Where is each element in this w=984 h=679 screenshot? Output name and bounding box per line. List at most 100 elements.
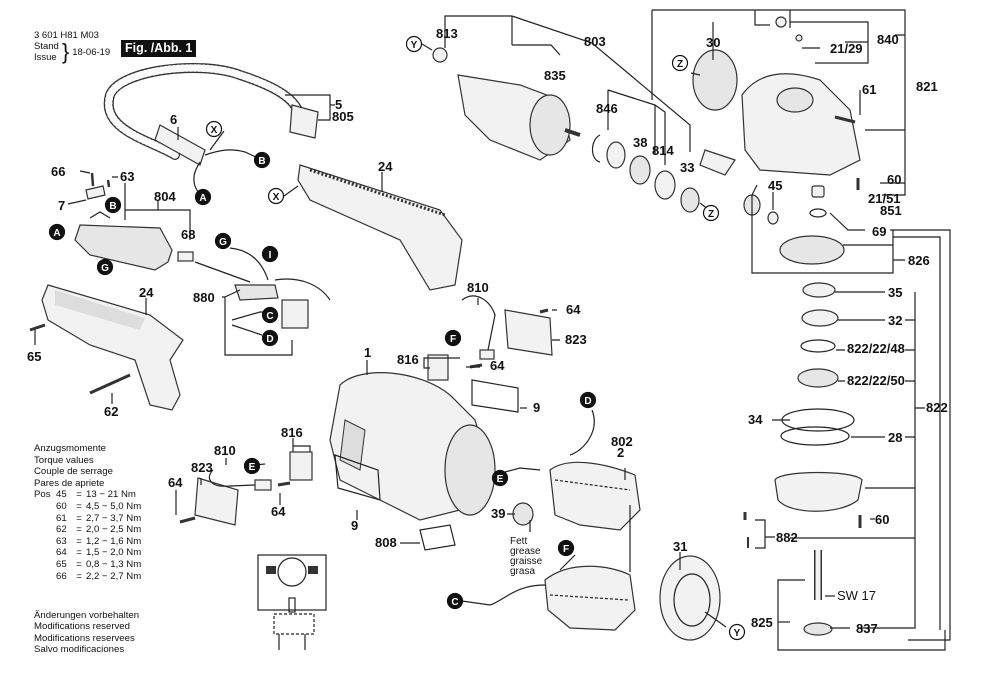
brush-holder	[699, 149, 736, 176]
wiring-schematic	[257, 554, 327, 650]
connector-marker-z: Z	[702, 204, 720, 222]
connector-marker-c: C	[261, 306, 279, 324]
equals-sign: =	[76, 489, 82, 501]
part-label-880: 880	[193, 290, 215, 305]
leader-lines	[34, 9, 951, 651]
torque-part-number: 65	[56, 558, 67, 570]
part-label-69: 69	[872, 224, 886, 239]
torque-part-number: 66	[56, 570, 67, 582]
connector-letter: C	[451, 597, 458, 608]
part-label-45: 45	[768, 178, 782, 193]
connector-letter: B	[109, 201, 116, 212]
foil-808	[419, 524, 456, 551]
brush-holder-816	[427, 354, 449, 381]
connector-letter: E	[497, 474, 504, 485]
connector-letter: X	[273, 192, 280, 203]
torque-range: 13 − 21 Nm	[86, 489, 136, 501]
switch-assembly	[74, 172, 194, 271]
part-label-61: 61	[862, 82, 876, 97]
torque-pos-label: Pos	[34, 489, 51, 501]
torque-range: 1,5 − 2,0 Nm	[86, 547, 142, 559]
part-label-814: 814	[652, 143, 674, 158]
motor-housing	[329, 372, 496, 521]
plug	[289, 104, 319, 139]
issue-date: 18-06-19	[72, 46, 111, 58]
part-label-24-lower: 24	[139, 285, 154, 300]
brush-parts	[179, 295, 553, 551]
grease-note-en: grease	[510, 546, 541, 557]
brush-holder-816b	[289, 451, 313, 481]
torque-row: 60=4,5 − 5,0 Nm	[34, 501, 141, 513]
connector-marker-b: B	[253, 151, 271, 169]
field-coil-lower	[544, 565, 636, 631]
connector-letter: Y	[734, 628, 741, 639]
connector-letter: F	[450, 334, 456, 345]
torque-row: 66=2,2 − 2,7 Nm	[34, 571, 141, 583]
part-label-2: 2	[617, 445, 624, 460]
connector-letter: D	[584, 396, 591, 407]
part-label-808: 808	[375, 535, 397, 550]
grease-note-es: grasa	[510, 566, 535, 577]
connector-marker-b: B	[104, 196, 122, 214]
part-label-35: 35	[888, 285, 902, 300]
part-label-823-upper: 823	[565, 332, 587, 347]
part-label-63: 63	[120, 169, 134, 184]
torque-row: 61=2,7 − 3,7 Nm	[34, 513, 141, 525]
note-en: Modifications reserved	[34, 621, 130, 633]
connector-letter: Y	[411, 40, 418, 51]
connector-marker-e: E	[491, 469, 509, 487]
part-label-816-upper: 816	[397, 352, 419, 367]
part-label-62: 62	[104, 404, 118, 419]
switch-insert	[177, 251, 194, 262]
grease-note-fr: graisse	[510, 556, 543, 567]
connector-letter: G	[219, 237, 227, 248]
part-label-851: 851	[880, 203, 902, 218]
foil-9b	[334, 454, 381, 501]
part-label-1: 1	[364, 345, 371, 360]
connector-letter: F	[563, 544, 569, 555]
torque-row: 62=2,0 − 2,5 Nm	[34, 524, 141, 536]
torque-row: 64=1,5 − 2,0 Nm	[34, 547, 141, 559]
connector-marker-z: Z	[671, 54, 689, 72]
part-label-38: 38	[633, 135, 647, 150]
torque-part-number: 60	[56, 500, 67, 512]
part-label-813: 813	[436, 26, 458, 41]
connector-letter: G	[101, 263, 109, 274]
connector-letter: A	[53, 228, 60, 239]
torque-range: 2,7 − 3,7 Nm	[86, 512, 142, 524]
part-label-32: 32	[888, 313, 902, 328]
note-de: Änderungen vorbehalten	[34, 610, 140, 621]
handle-upper	[297, 164, 463, 291]
part-label-805: 805	[332, 109, 354, 124]
connector-marker-y: Y	[728, 623, 746, 641]
connector-marker-y: Y	[405, 35, 423, 53]
part-label-835: 835	[544, 68, 566, 83]
equals-sign: =	[76, 524, 82, 536]
torque-title-fr: Couple de serrage	[34, 466, 113, 478]
part-label-31: 31	[673, 539, 687, 554]
torque-part-number: 62	[56, 524, 67, 536]
part-label-825: 825	[751, 615, 773, 630]
bearing-stack-upper	[591, 134, 736, 213]
part-label-822: 822	[926, 400, 948, 415]
torque-title-de: Anzugsmomente	[34, 443, 106, 454]
connector-marker-x: X	[205, 120, 223, 138]
connector-letter: X	[211, 125, 218, 136]
part-label-24-upper: 24	[378, 159, 393, 174]
wrench-size-label: SW 17	[837, 588, 876, 603]
bevel-gear-30	[692, 49, 738, 111]
connector-marker-x: X	[267, 187, 285, 205]
torque-part-number: 61	[56, 512, 67, 524]
torque-range: 0,8 − 1,3 Nm	[86, 558, 142, 570]
clamp-7	[85, 185, 106, 200]
connector-letter: D	[266, 334, 273, 345]
connector-letter: B	[258, 156, 265, 167]
brush-cover-823	[504, 309, 553, 356]
part-label-821: 821	[916, 79, 938, 94]
torque-title-en: Torque values	[34, 454, 94, 466]
torque-range: 1,2 − 1,6 Nm	[86, 535, 142, 547]
electronic-module	[194, 247, 331, 329]
part-label-21-29: 21/29	[830, 41, 863, 56]
